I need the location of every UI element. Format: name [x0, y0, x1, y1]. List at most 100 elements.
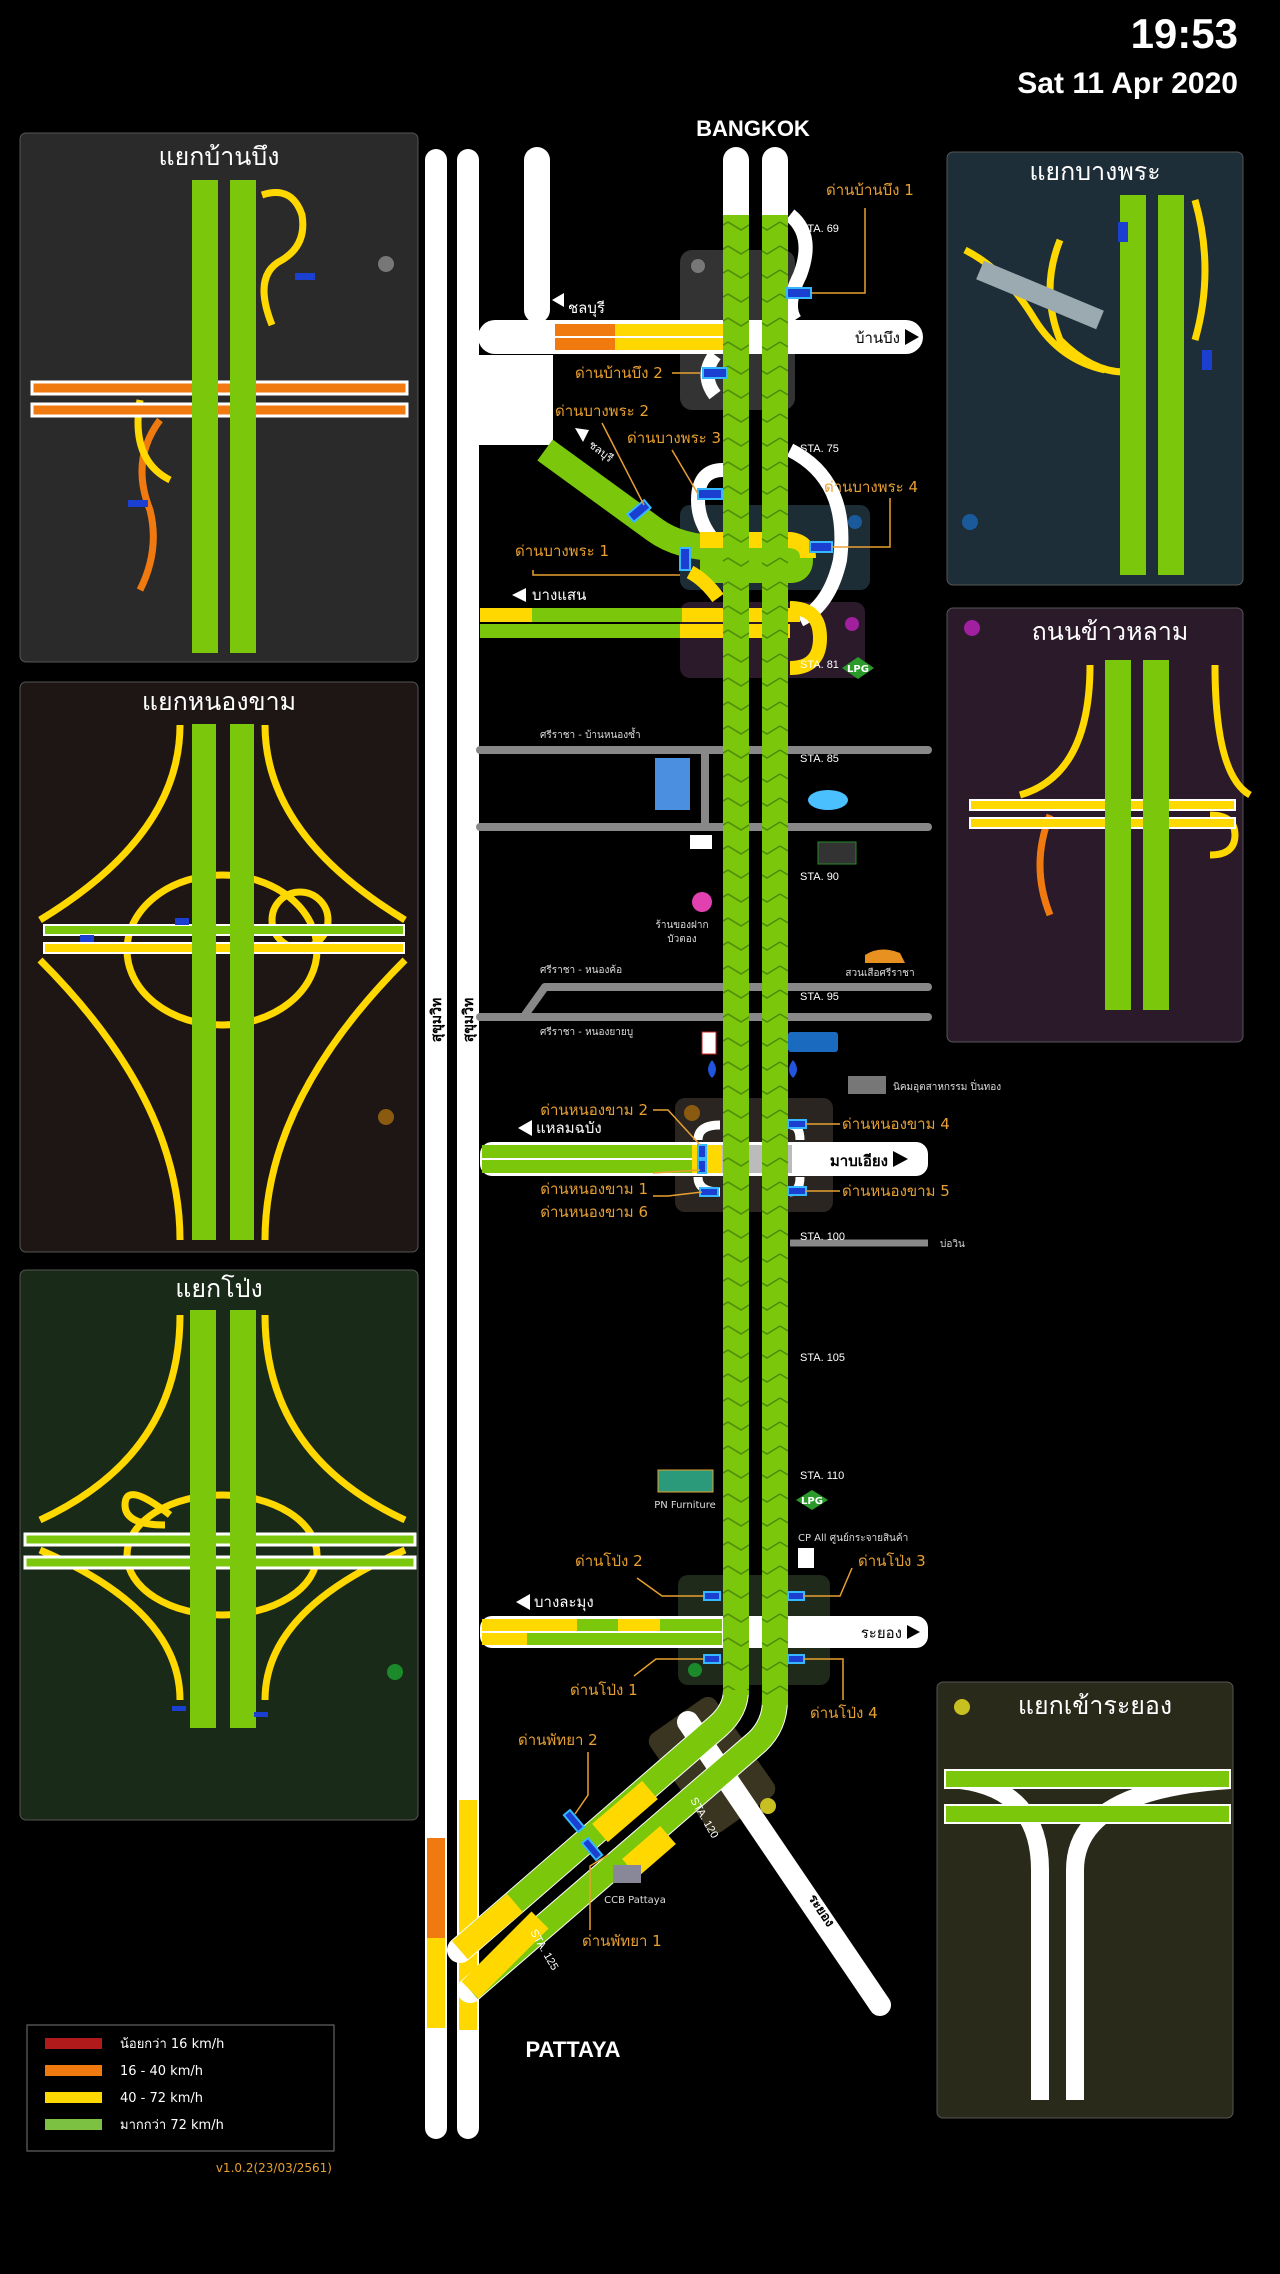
- panel-title: แยกบ้านบึง: [159, 142, 280, 171]
- panel-bangphra[interactable]: แยกบางพระ: [946, 151, 1244, 586]
- interchange-dot-banbueng: [691, 259, 705, 273]
- seven-eleven-icon: [798, 1548, 814, 1568]
- panel-dot: [378, 1109, 394, 1125]
- toll-marker[interactable]: [809, 541, 833, 553]
- lane-segment: [615, 324, 725, 336]
- lane-segment: [615, 338, 725, 350]
- sukhumvit-congestion: [427, 1838, 445, 1938]
- poi-tiger-zoo: สวนเสือศรีราชา: [845, 967, 914, 979]
- motorway-lane-outbound: [723, 215, 749, 1695]
- lane-segment: [555, 324, 615, 336]
- road-label-banglamung: บางละมุง: [534, 1593, 594, 1612]
- ramp: [784, 209, 813, 324]
- toll-marker[interactable]: [787, 1654, 805, 1664]
- leader-line: [636, 1577, 704, 1597]
- toll-marker[interactable]: [787, 1186, 807, 1196]
- legend-swatch: [45, 2038, 102, 2049]
- arrow-left-icon: [512, 588, 526, 602]
- panel-nongkham[interactable]: แยกหนองขาม: [19, 681, 419, 1253]
- arrow-right-icon: [905, 329, 919, 345]
- toll-marker[interactable]: [625, 498, 653, 524]
- motorway-lane-inbound: [762, 215, 788, 1705]
- gas-station-icon: [789, 1060, 797, 1078]
- market-icon: [655, 758, 690, 810]
- toll-marker[interactable]: [699, 1187, 719, 1197]
- city-bangkok: BANGKOK: [696, 116, 810, 141]
- station-81: STA. 81: [800, 659, 839, 671]
- ramp-bangphra-slow: [700, 532, 816, 559]
- toll-marker[interactable]: [697, 1159, 707, 1174]
- leader-line: [811, 208, 866, 294]
- motorway-slow-segment: [461, 1911, 549, 1999]
- toll-label-nongkham-5: ด่านหนองขาม 5: [842, 1182, 950, 1200]
- toll-label-nongkham-1: ด่านหนองขาม 1: [540, 1180, 648, 1198]
- road-label-mabeiang: มาบเอียง: [830, 1152, 888, 1170]
- ramp: [786, 443, 849, 627]
- city-pattaya: PATTAYA: [526, 2037, 621, 2062]
- panel-banbueng[interactable]: แยกบ้านบึง: [19, 132, 419, 663]
- clock-date: Sat 11 Apr 2020: [1017, 67, 1238, 100]
- arrow-right-icon: [893, 1151, 908, 1167]
- speed-legend: น้อยกว่า 16 km/h 16 - 40 km/h 40 - 72 km…: [26, 2024, 335, 2152]
- ramp-bangphra-slow: [686, 565, 724, 603]
- lane-segment: [482, 1633, 527, 1645]
- interchange-dot-pong: [688, 1663, 702, 1677]
- arrow-left-icon: [518, 1120, 532, 1136]
- toll-label-nongkham-4: ด่านหนองขาม 4: [842, 1115, 950, 1133]
- toll-marker[interactable]: [697, 1144, 707, 1159]
- sukhumvit-slow-segment: [427, 1938, 445, 2028]
- toll-label-pong-3: ด่านโป่ง 3: [858, 1552, 926, 1570]
- lane-segment: [532, 608, 682, 622]
- panel-dot: [378, 256, 394, 272]
- toll-marker[interactable]: [702, 367, 728, 379]
- panel-dot: [387, 1664, 403, 1680]
- shop-icon: [701, 1031, 717, 1055]
- legend-swatch: [45, 2065, 102, 2076]
- panel-rayong[interactable]: แยกเข้าระยอง: [936, 1681, 1234, 2119]
- lpg-icon: [796, 1490, 828, 1510]
- poi-industrial: นิคมอุตสาหกรรม ปิ่นทอง: [893, 1079, 1001, 1093]
- motorway-slow-segment: [452, 1893, 523, 1960]
- toll-label-bangphra-4: ด่านบางพระ 4: [824, 478, 918, 496]
- panel-pong[interactable]: แยกโป่ง: [19, 1269, 419, 1821]
- brand-logo-icon: [817, 841, 857, 865]
- leader-line: [532, 570, 680, 576]
- toll-marker[interactable]: [562, 1808, 586, 1834]
- leader-line: [832, 498, 891, 548]
- toll-marker[interactable]: [787, 1591, 805, 1601]
- toll-label-nongkham-6: ด่านหนองขาม 6: [540, 1203, 648, 1221]
- motorway-slow-segment: [622, 1825, 676, 1878]
- toll-marker[interactable]: [787, 1119, 807, 1129]
- station-85: STA. 85: [800, 753, 839, 765]
- toll-marker[interactable]: [679, 547, 691, 571]
- lane-segment: [482, 1145, 692, 1158]
- lane-segment: [480, 624, 680, 638]
- leader-line: [574, 1752, 589, 1815]
- toll-label-pattaya-2: ด่านพัทยา 2: [518, 1731, 598, 1749]
- toll-label-pattaya-1: ด่านพัทยา 1: [582, 1932, 662, 1950]
- road-label-laemchabang: แหลมฉบัง: [536, 1119, 602, 1137]
- brand-logo-icon: [690, 835, 712, 849]
- lpg-icon: [842, 657, 874, 679]
- leader-line: [671, 449, 699, 495]
- toll-marker[interactable]: [703, 1654, 721, 1664]
- toll-marker[interactable]: [786, 287, 812, 299]
- road-label-sriracha-nongyaiboo: ศรีราชา - หนองยายบู: [540, 1026, 633, 1038]
- toll-marker[interactable]: [580, 1836, 604, 1862]
- road-label-sriracha-nongkho: ศรีราชา - หนองค้อ: [540, 964, 622, 976]
- poi-souvenir-line2: บัวตอง: [667, 934, 696, 945]
- toll-label-bangphra-1: ด่านบางพระ 1: [515, 542, 609, 560]
- road-label-bowin: บ่อวิน: [940, 1239, 965, 1250]
- poi-pn-furniture: PN Furniture: [654, 1500, 716, 1511]
- panel-khaolam[interactable]: ถนนข้าวหลาม: [946, 607, 1252, 1043]
- road-label-chonburi: ชลบุรี: [568, 299, 605, 318]
- bigc-logo: [808, 790, 848, 810]
- toll-marker[interactable]: [703, 1591, 721, 1601]
- toll-label-banbueng-1: ด่านบ้านบึง 1: [826, 181, 914, 199]
- interchange-dot-bangphra: [848, 515, 862, 529]
- panel-title: แยกบางพระ: [1029, 157, 1160, 186]
- lane-segment: [618, 1619, 660, 1631]
- toll-marker[interactable]: [697, 488, 723, 500]
- panel-dot: [954, 1699, 970, 1715]
